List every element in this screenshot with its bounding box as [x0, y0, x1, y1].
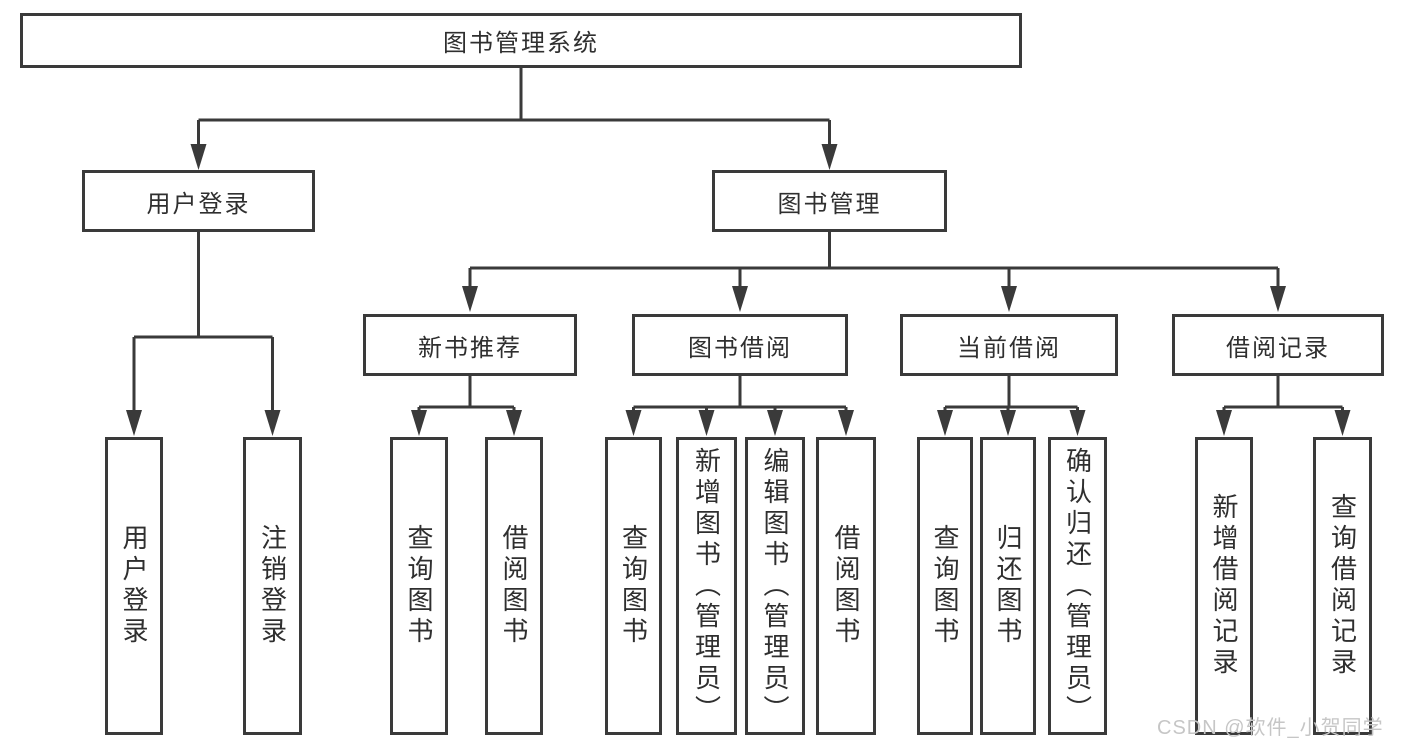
- node-label: 新增图书（管理员）: [691, 446, 722, 726]
- leaf-edit-book-admin: 编辑图书（管理员）: [745, 437, 805, 735]
- node-label: 借阅记录: [1226, 334, 1330, 362]
- node-book-borrowing: 图书借阅: [632, 314, 848, 376]
- leaf-add-book-admin: 新增图书（管理员）: [676, 437, 737, 735]
- node-user-login: 用户登录: [82, 170, 315, 232]
- leaf-logout: 注销登录: [243, 437, 302, 735]
- leaf-query-books-recommend: 查询图书: [390, 437, 448, 735]
- node-label: 新增借阅记录: [1209, 493, 1239, 679]
- leaf-borrow-books-recommend: 借阅图书: [485, 437, 543, 735]
- node-borrowing-records: 借阅记录: [1172, 314, 1384, 376]
- node-label: 新书推荐: [418, 334, 522, 362]
- node-current-borrowing: 当前借阅: [900, 314, 1118, 376]
- node-label: 查询图书: [618, 524, 649, 648]
- node-label: 编辑图书（管理员）: [760, 446, 790, 726]
- leaf-add-borrow-record: 新增借阅记录: [1195, 437, 1253, 735]
- node-new-book-recommendation: 新书推荐: [363, 314, 577, 376]
- node-label: 查询借阅记录: [1327, 493, 1358, 679]
- leaf-borrow-books: 借阅图书: [816, 437, 876, 735]
- leaf-return-books: 归还图书: [980, 437, 1036, 735]
- node-label: 图书管理系统: [443, 30, 599, 57]
- node-label: 借阅图书: [499, 524, 529, 648]
- node-library-management-system: 图书管理系统: [20, 13, 1022, 68]
- leaf-query-books-current: 查询图书: [917, 437, 973, 735]
- node-label: 注销登录: [257, 524, 288, 648]
- leaf-confirm-return-admin: 确认归还（管理员）: [1048, 437, 1107, 735]
- node-label: 图书借阅: [688, 334, 792, 362]
- node-label: 归还图书: [993, 524, 1023, 648]
- leaf-query-books-borrowing: 查询图书: [605, 437, 662, 735]
- node-label: 查询图书: [930, 524, 960, 648]
- node-book-management: 图书管理: [712, 170, 947, 232]
- leaf-query-borrow-record: 查询借阅记录: [1313, 437, 1372, 735]
- csdn-watermark: CSDN @软件_小贺同学: [1157, 717, 1384, 739]
- arrowheads: [126, 144, 1351, 436]
- node-label: 用户登录: [146, 190, 251, 218]
- node-label: 借阅图书: [831, 524, 861, 648]
- node-label: 查询图书: [404, 524, 434, 648]
- node-label: 图书管理: [777, 190, 882, 218]
- node-label: 用户登录: [119, 524, 149, 648]
- node-label: 确认归还（管理员）: [1062, 446, 1093, 726]
- leaf-user-login: 用户登录: [105, 437, 163, 735]
- node-label: 当前借阅: [957, 334, 1061, 362]
